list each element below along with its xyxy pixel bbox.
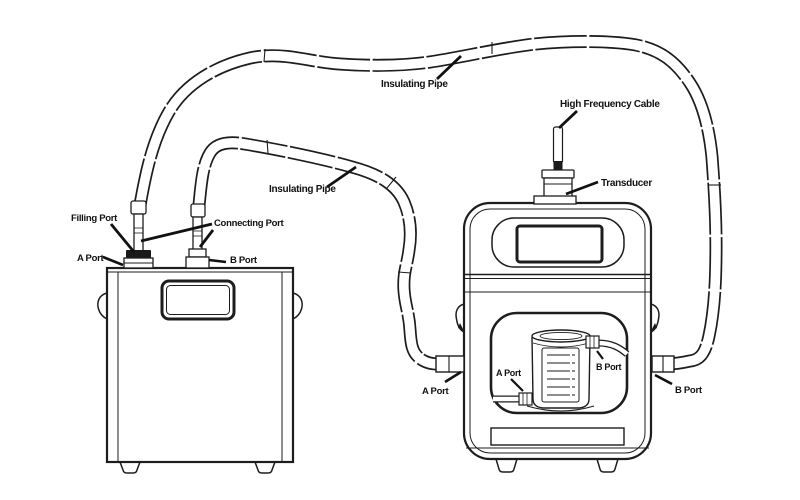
label-host-inner-b-port: B Port <box>596 362 622 372</box>
high-frequency-cable <box>552 126 564 164</box>
tank-left-handle <box>97 292 108 320</box>
leader-hf-cable <box>558 109 578 130</box>
canister-beaker <box>541 347 580 403</box>
left-tank <box>97 266 303 474</box>
host-unit <box>455 201 660 473</box>
inner-b-fitting <box>585 335 600 349</box>
tank-a-port-assembly <box>123 213 154 269</box>
pipe-joint-mark <box>266 139 269 154</box>
host-foot <box>494 458 519 473</box>
canister-rim-inner <box>539 331 583 341</box>
label-insulating-pipe-top: Insulating Pipe <box>381 79 448 90</box>
label-tank-b-port: B Port <box>230 255 258 266</box>
leader-host-inner-b-port <box>596 350 604 360</box>
canister-base-arc <box>526 405 595 412</box>
host-body-inner <box>469 208 646 454</box>
pipe-cuff <box>190 203 206 218</box>
host-left-clip <box>455 303 465 333</box>
b-port-fitting <box>188 248 207 258</box>
tank-display-inner <box>166 285 230 315</box>
label-insulating-pipe-middle: Insulating Pipe <box>269 184 336 195</box>
pipe-mid-fill <box>193 137 451 369</box>
leader-transducer <box>565 180 599 196</box>
label-high-frequency-cable: High Frequency Cable <box>560 99 660 110</box>
host-foot <box>595 458 620 473</box>
label-tank-a-port: A Port <box>77 253 104 264</box>
leader-filling-port <box>109 223 136 253</box>
tank-foot <box>253 461 277 474</box>
leader-pipe-middle <box>326 165 357 189</box>
pipe-top-fill <box>134 36 721 369</box>
pipe-cuff <box>130 200 147 215</box>
insulating-pipe-middle <box>191 136 451 371</box>
transducer-flange <box>533 195 577 205</box>
label-connecting-port: Connecting Port <box>214 218 285 229</box>
host-left-clip-notch <box>458 323 464 331</box>
canister-scale-marks <box>547 354 575 396</box>
label-filling-port: Filling Port <box>71 213 118 224</box>
leader-pipe-top <box>436 54 462 81</box>
label-host-outer-b-port: B Port <box>675 385 703 396</box>
label-host-inner-a-port: A Port <box>496 368 521 378</box>
transducer-assembly <box>533 126 577 205</box>
insulating-pipe-top <box>132 35 723 371</box>
label-host-outer-a-port: A Port <box>422 386 449 397</box>
tank-b-port-assembly <box>185 216 210 269</box>
tank-right-handle <box>292 292 303 320</box>
host-outer-b-connector <box>651 355 675 373</box>
b-port-base <box>185 256 210 269</box>
leader-host-outer-a-port <box>444 370 462 384</box>
canister-lip <box>532 342 590 348</box>
pipe-joint-mark <box>397 271 412 274</box>
pipe-joint-mark <box>386 176 397 189</box>
host-right-clip <box>650 303 660 333</box>
host-right-clip-notch <box>651 323 657 331</box>
inner-b-tube-fill <box>597 340 629 356</box>
label-transducer: Transducer <box>601 178 652 189</box>
host-bottom-band <box>490 427 625 446</box>
inner-a-fitting <box>518 392 533 406</box>
filling-port-collar <box>126 250 151 258</box>
leader-tank-a-port <box>102 255 124 267</box>
tank-foot <box>118 461 142 474</box>
a-connector-body <box>435 355 465 373</box>
leader-connecting-port-left <box>140 222 213 243</box>
pipe-joint-mark <box>263 48 266 63</box>
leader-host-inner-a-port <box>510 378 524 392</box>
leader-connecting-port-right <box>198 229 215 248</box>
leader-tank-b-port <box>208 258 227 264</box>
transducer-cap <box>541 169 575 179</box>
leader-host-outer-b-port <box>654 373 673 386</box>
cable-band <box>553 161 563 171</box>
host-display <box>515 224 604 264</box>
host-canister <box>493 329 630 412</box>
host-outer-a-connector <box>435 355 465 373</box>
